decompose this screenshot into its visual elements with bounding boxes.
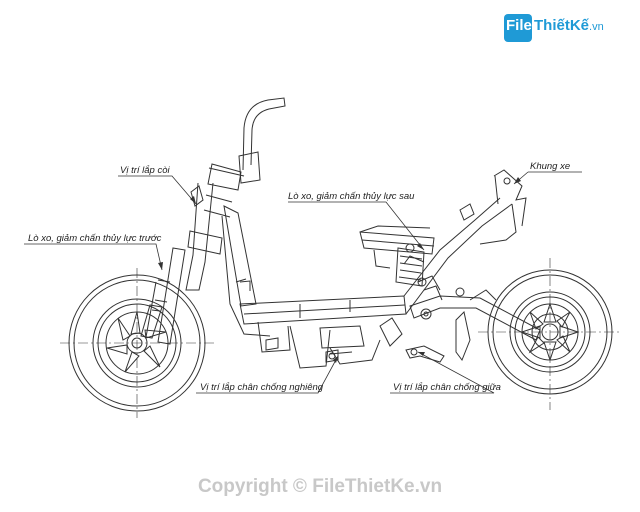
- front-wheel: [60, 268, 214, 418]
- label-frame: Khung xe: [530, 161, 570, 172]
- main-frame: [221, 205, 407, 369]
- logo-suffix: .vn: [589, 21, 604, 33]
- steering-assembly: [185, 97, 286, 291]
- stands: [325, 345, 445, 363]
- label-center-stand: Vị trí lắp chân chống giữa: [393, 382, 501, 393]
- logo: ThiếtKế.vn: [534, 17, 604, 34]
- label-rear-shock: Lò xo, giảm chấn thủy lực sau: [288, 191, 415, 202]
- swingarm: [409, 275, 541, 362]
- logo-box-text: File: [506, 17, 532, 34]
- leader-arrows: [158, 177, 521, 363]
- copyright-watermark: Copyright © FileThietKe.vn: [197, 476, 443, 497]
- label-horn-mount: Vị trí lắp còi: [120, 165, 171, 176]
- front-fork: [140, 247, 186, 345]
- logo-text: ThiếtKế: [534, 17, 590, 34]
- leader-lines: [24, 171, 582, 394]
- logo-icon: [504, 14, 532, 42]
- rear-shock: [395, 243, 427, 287]
- rear-frame: [359, 169, 527, 315]
- drawing: [24, 97, 622, 418]
- label-front-shock: Lò xo, giảm chấn thủy lực trước: [28, 233, 162, 244]
- label-side-stand: Vị trí lắp chân chống nghiêng: [200, 382, 324, 393]
